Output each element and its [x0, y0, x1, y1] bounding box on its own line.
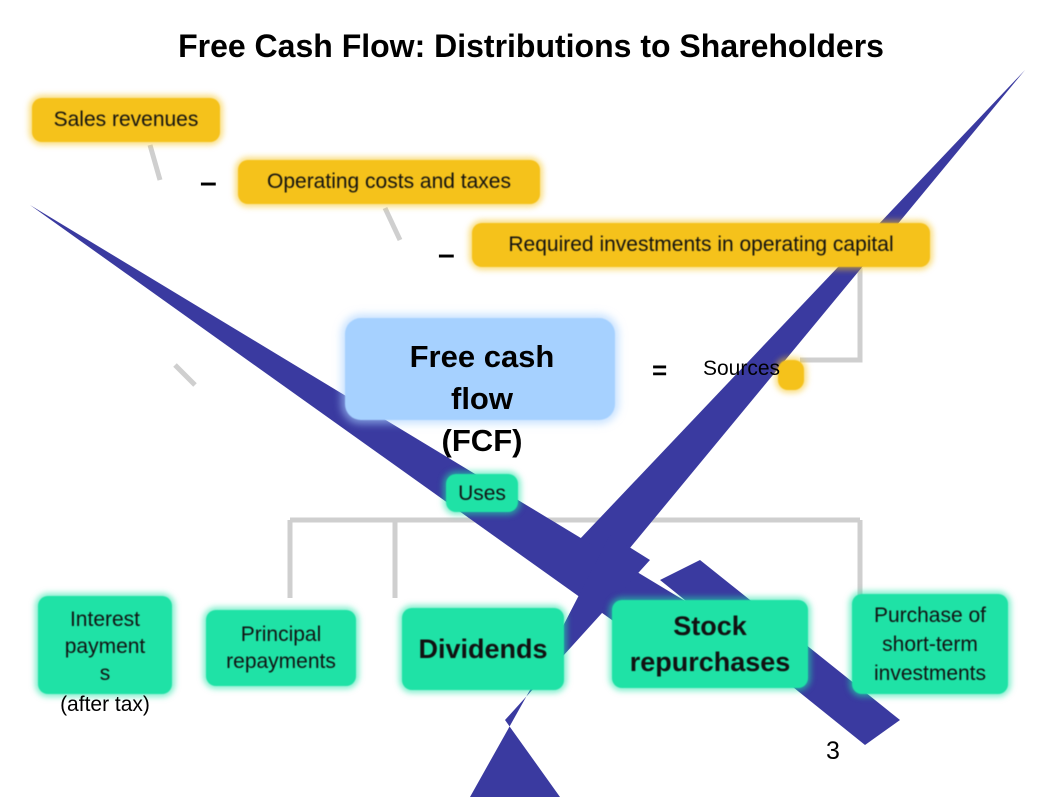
- purchase-label-line3: investments: [873, 661, 987, 685]
- principal-label-line1: Principal: [240, 623, 322, 646]
- page-number: 3: [826, 737, 840, 765]
- fcf-label-line1: Free cash: [409, 339, 555, 374]
- interest-payments-box: Interest payment s: [38, 596, 172, 694]
- dividends-box: Dividends: [402, 608, 564, 690]
- principal-repayments-box: Principal repayments: [206, 610, 356, 686]
- watermark-stroke-left-upper: [30, 205, 700, 640]
- interest-label-line1: Interest: [69, 608, 141, 631]
- purchase-label-line1: Purchase of: [873, 603, 987, 627]
- required-investments-label: Required investments in operating capita…: [508, 233, 894, 256]
- minus-sign-1: –: [200, 166, 217, 199]
- stock-label-line2: repurchases: [629, 647, 791, 677]
- sales-revenues-label: Sales revenues: [53, 108, 199, 131]
- interest-label-line2: payment: [64, 635, 146, 658]
- required-investments-box: Required investments in operating capita…: [472, 223, 930, 267]
- connector-left-arrow: [173, 363, 197, 387]
- stock-label-line1: Stock: [673, 611, 747, 641]
- sources-marker: [778, 360, 804, 390]
- purchase-label-line2: short-term: [882, 632, 978, 656]
- minus-sign-2: –: [438, 238, 455, 271]
- sources-label: Sources: [703, 357, 781, 380]
- watermark-stroke-lower-left: [470, 535, 650, 797]
- fcf-label-line3: (FCF): [441, 423, 523, 458]
- watermark-stroke-right-upper: [560, 70, 1025, 560]
- purchase-short-term-box: Purchase of short-term investments: [852, 594, 1008, 694]
- operating-costs-box: Operating costs and taxes: [238, 160, 540, 204]
- fcf-label-line2: flow: [451, 381, 513, 416]
- connector-sales-operating: [147, 144, 163, 181]
- uses-label: Uses: [458, 481, 506, 505]
- dividends-label: Dividends: [418, 634, 548, 664]
- stock-repurchases-box: Stock repurchases: [612, 600, 808, 688]
- connector-operating-investments: [382, 206, 403, 242]
- interest-label-line3: s: [99, 662, 111, 685]
- equals-sign: =: [652, 355, 668, 385]
- operating-costs-label: Operating costs and taxes: [267, 170, 511, 193]
- sales-revenues-box: Sales revenues: [32, 98, 220, 142]
- principal-label-line2: repayments: [226, 650, 336, 673]
- page-title: Free Cash Flow: Distributions to Shareho…: [178, 28, 884, 64]
- interest-label-line4: (after tax): [60, 693, 150, 716]
- uses-box: Uses: [446, 474, 518, 512]
- fcf-box: [345, 318, 615, 420]
- fcf-label: Free cash flow (FCF): [380, 336, 584, 462]
- connector-investments-sources: [800, 268, 863, 363]
